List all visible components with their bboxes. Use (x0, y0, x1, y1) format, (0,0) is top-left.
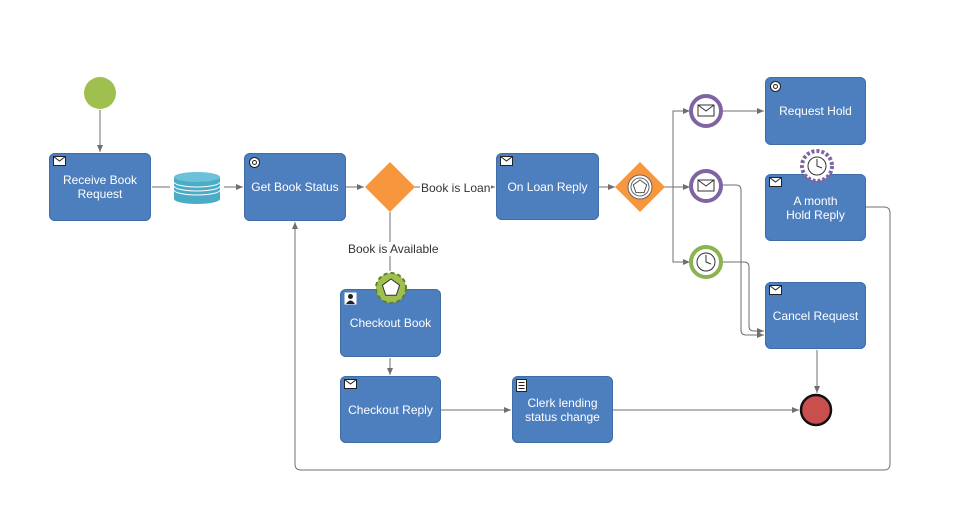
task-clerk-lending-status-change[interactable]: Clerk lending status change (512, 376, 613, 443)
task-label: Checkout Book (349, 316, 432, 330)
envelope-icon (500, 156, 513, 166)
task-label: A month Hold Reply (786, 193, 845, 222)
envelope-icon (769, 285, 782, 295)
boundary-timer-event[interactable] (800, 149, 834, 183)
flow-msg2-to-cancel[interactable] (723, 184, 764, 338)
task-label: Clerk lending status change (525, 395, 600, 424)
task-get-book-status[interactable]: Get Book Status (244, 153, 346, 221)
exclusive-gateway[interactable] (365, 162, 415, 212)
user-icon (344, 292, 357, 305)
message-catch-event-middle[interactable] (689, 169, 723, 203)
pentagon-icon (632, 179, 648, 194)
flow-label-book-is-available: Book is Available (347, 242, 440, 256)
task-label: Checkout Reply (348, 402, 433, 417)
event-based-gateway[interactable] (615, 162, 665, 212)
flow-timer-to-cancel[interactable] (723, 261, 764, 334)
flow-label-book-is-loan: Book is Loan (420, 181, 492, 195)
task-label: Get Book Status (251, 180, 339, 194)
task-receive-book-request[interactable]: Receive Book Request (49, 153, 151, 221)
task-month-hold-reply[interactable]: A month Hold Reply (765, 174, 866, 241)
flow-eventgateway-to-timer[interactable] (672, 187, 690, 265)
start-event[interactable] (84, 77, 116, 109)
task-label: Receive Book Request (62, 173, 138, 201)
timer-catch-event[interactable] (689, 245, 723, 279)
task-label: Cancel Request (772, 308, 859, 323)
flow-holdreply-loop[interactable] (292, 206, 891, 471)
pentagon-icon (381, 278, 401, 296)
gear-icon (770, 81, 781, 92)
end-event[interactable] (799, 393, 833, 427)
data-store-icon[interactable] (173, 172, 221, 204)
envelope-icon (344, 379, 357, 389)
boundary-conditional-event[interactable] (375, 272, 407, 304)
task-request-hold[interactable]: Request Hold (765, 77, 866, 145)
envelope-icon (53, 156, 66, 166)
task-label: On Loan Reply (507, 179, 588, 194)
gear-icon (249, 157, 260, 168)
script-icon (516, 379, 527, 392)
flow-eventgateway-to-msg1[interactable] (664, 108, 690, 188)
message-catch-event-top[interactable] (689, 94, 723, 128)
envelope-icon (769, 177, 782, 187)
task-label: Request Hold (779, 104, 852, 118)
task-cancel-request[interactable]: Cancel Request (765, 282, 866, 349)
task-checkout-reply[interactable]: Checkout Reply (340, 376, 441, 443)
task-on-loan-reply[interactable]: On Loan Reply (496, 153, 599, 220)
